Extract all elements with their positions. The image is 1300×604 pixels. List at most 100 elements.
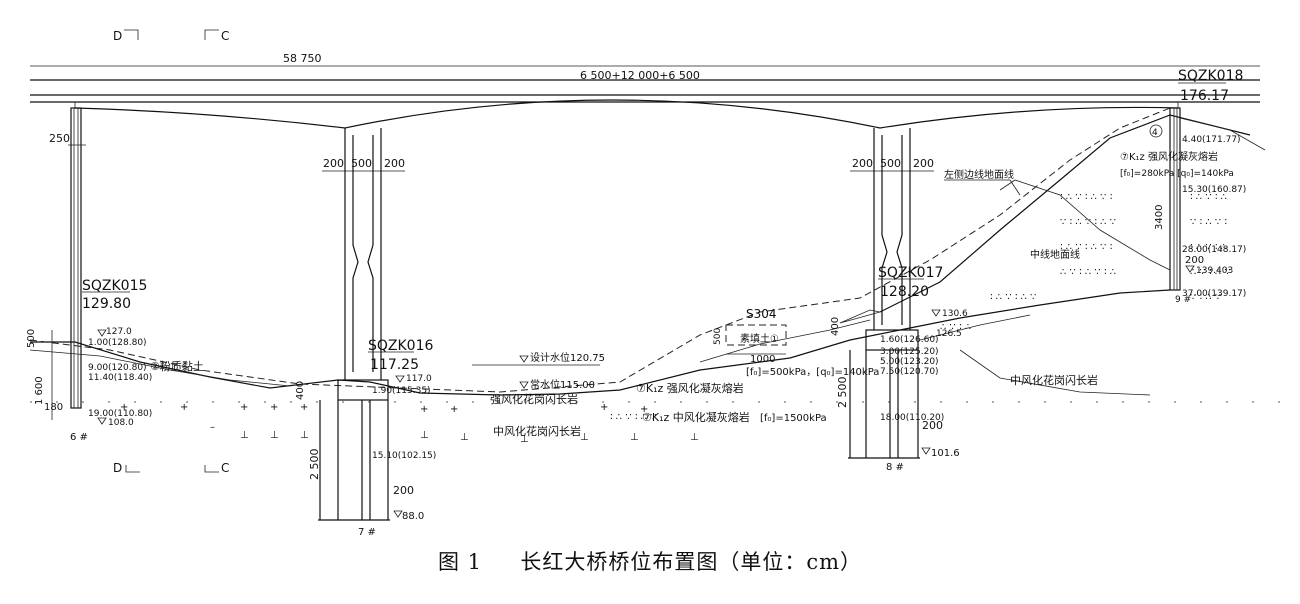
stratum-strong-tuff-params: [f₀]=500kPa，[q₀]=140kPa [746,367,879,378]
sqzk015-depth-1: 1.00(128.80) [88,338,147,348]
sqzk015-depth-3: 11.40(118.40) [88,373,152,383]
svg-text:–: – [210,422,215,433]
sqzk018-depth-1: 4.40(171.77) [1182,135,1241,145]
total-length-dim: 58 750 [283,52,322,65]
svg-text:4: 4 [1152,128,1158,138]
svg-text:∴ ∵ ∶ ∴: ∴ ∵ ∶ ∴ [940,322,971,333]
sqzk018-elev: 176.17 [1180,88,1229,104]
pier-7: 200 500 200 2 500 400 200 88.0 7 # [295,128,424,538]
borehole-sqzk015: SQZK015 129.80 127.0 1.00(128.80) 9.00(1… [26,278,152,428]
svg-text:+: + [270,402,278,413]
sqzk018-depth-4: 37.00(139.17) [1182,289,1246,299]
pier8-dim-mid: 500 [880,157,901,170]
pier9-w200: 200 [1185,255,1204,266]
pier7-dim-right: 200 [384,157,405,170]
sqzk015-mark-180: 180 [44,402,63,413]
svg-text:⊥: ⊥ [240,430,249,441]
stratum-mid-tuff-params: [f₀]=1500kPa [760,413,827,424]
svg-text:∵ ∶ ∴ ∵ ∶: ∵ ∶ ∴ ∵ ∶ [1190,217,1227,228]
svg-text:⊥: ⊥ [270,430,279,441]
pier8-dim-right: 200 [913,157,934,170]
pier8-top-mark: 400 [830,317,841,336]
terrain-labels: 左侧边线地面线 中线地面线 [944,168,1080,261]
svg-text:∶ ∴ ∵ ∶ ∴ ∵ ∶: ∶ ∴ ∵ ∶ ∴ ∵ ∶ [1060,242,1112,253]
svg-text:⊥: ⊥ [580,432,589,443]
borehole-sqzk018: SQZK018 176.17 4.40(171.77) 15.30(160.87… [1178,68,1246,299]
pier8-pile-length: 2 500 [836,377,849,409]
pier6-label: 6 # [70,432,88,443]
section-mark-c-bottom: C [221,461,229,475]
svg-text:+: + [240,402,248,413]
centerline-ground-line: 中线地面线 [1030,248,1080,261]
pier8-label: 8 # [886,462,904,473]
road-name: S304 [746,307,777,321]
sqzk016-top: 117.0 [406,374,432,384]
strata-labels: ②粉质黏土 强风化花岗闪长岩 中风化花岗闪长岩 ⑦K₁z 强风化凝灰熔岩 [f₀… [150,150,1234,438]
sqzk017-depth-1: 1.60(126.60) [880,335,939,345]
pier7-bottom-elev: 88.0 [402,511,424,522]
sqzk017-depth-3: 5.00(123.20) [880,357,939,367]
svg-text:+: + [640,404,648,415]
figure-number: 图 1 [437,550,482,574]
section-marks: D C D C [113,29,229,475]
pier7-top-mark: 400 [295,381,306,400]
svg-text:∶ ∴ ∵ ∶ ∴ ∵: ∶ ∴ ∵ ∶ ∴ ∵ [610,412,657,423]
road-s304: S304 素填土① 1000 500 [713,307,787,365]
stratum-right-tuff: ⑦K₁z 强风化凝灰熔岩 [1120,150,1218,163]
sqzk016-elev: 117.25 [370,357,419,373]
svg-text:⊥: ⊥ [690,432,699,443]
sqzk017-id: SQZK017 [878,265,943,281]
sqzk016-id: SQZK016 [368,338,433,354]
sqzk015-elev: 129.80 [82,296,131,312]
stratum-mid-tuff: ⑦K₁z 中风化凝灰熔岩 [642,410,750,424]
pier8-dim-left: 200 [852,157,873,170]
svg-text:+: + [180,402,188,413]
sqzk018-depth-2: 15.30(160.87) [1182,185,1246,195]
sqzk016-depth-1: 1.90(115.35) [372,386,431,396]
pier-9: 3400 200 9 # [1154,107,1204,305]
svg-text:500: 500 [713,328,723,345]
svg-text:⊥: ⊥ [420,430,429,441]
borehole-sqzk017: SQZK017 128.20 130.6 126.5 1.60(126.60) … [878,265,968,423]
pier9-label: 9 # [1175,295,1191,305]
pier7-label: 7 # [358,527,376,538]
sqzk018-id: SQZK018 [1178,68,1243,84]
sqzk016-depth-2: 15.10(102.15) [372,451,436,461]
pier7-dim-mid: 500 [351,157,372,170]
stratum-silty-clay: ②粉质黏土 [150,359,204,373]
pier8-pile-width: 200 [922,419,943,432]
stratum-mid-granite: 中风化花岗闪长岩 [493,424,581,438]
sqzk017-depth-4: 7.50(120.70) [880,367,939,377]
pier-6: 250 6 # [49,107,88,443]
svg-text:+: + [450,404,458,415]
svg-text:∶ ∴ ∵ ∶ ∴: ∶ ∴ ∵ ∶ ∴ [1190,192,1227,203]
sqzk015-mark-500: 500 [26,329,37,348]
bridge-deck: 58 750 6 500+12 000+6 500 [30,52,1260,129]
layer-markers: 4 [1149,124,1163,138]
svg-text:∶ ∴ ∵ ∶ ∴: ∶ ∴ ∵ ∶ ∴ [1190,242,1227,253]
svg-text:⊥: ⊥ [520,434,529,445]
pier6-width: 250 [49,132,70,145]
svg-text:∵ ∶ ∴ ∵ ∶ ∴ ∵: ∵ ∶ ∴ ∵ ∶ ∴ ∵ [1060,217,1116,228]
section-mark-c-top: C [221,29,229,43]
design-water-level: 设计水位120.75 [530,351,605,364]
bridge-layout-drawing: D C D C 58 750 6 500+12 000+6 500 250 6 … [26,29,1300,538]
section-mark-d-top: D [113,29,122,43]
sqzk018-depth-3: 28.00(148.17) [1182,245,1246,255]
sqzk017-depth-5: 18.00(110.20) [880,413,944,423]
span-arrangement-dim: 6 500+12 000+6 500 [580,69,700,82]
sqzk015-id: SQZK015 [82,278,147,294]
sqzk015-bottom: 108.0 [108,418,134,428]
stratum-mid-granite-right: 中风化花岗闪长岩 [1010,373,1098,387]
svg-text:∴ ∵ ∶ ∴ ∵ ∶ ∴: ∴ ∵ ∶ ∴ ∵ ∶ ∴ [1060,267,1116,278]
terrain [29,107,1300,403]
pier9-height-mark: 3400 [1154,205,1165,230]
svg-text:+: + [420,404,428,415]
figure-caption: 图 1 长红大桥桥位布置图（单位：cm） [0,546,1300,576]
pier7-dim-left: 200 [323,157,344,170]
stratum-right-tuff-params: [f₀]=280kPa [q₀]=140kPa [1120,169,1234,179]
svg-text:⊥: ⊥ [300,430,309,441]
svg-text:⊥: ⊥ [630,432,639,443]
sqzk015-top: 127.0 [106,327,132,337]
borehole-sqzk016: SQZK016 117.25 117.0 1.90(115.35) 15.10(… [368,338,436,461]
